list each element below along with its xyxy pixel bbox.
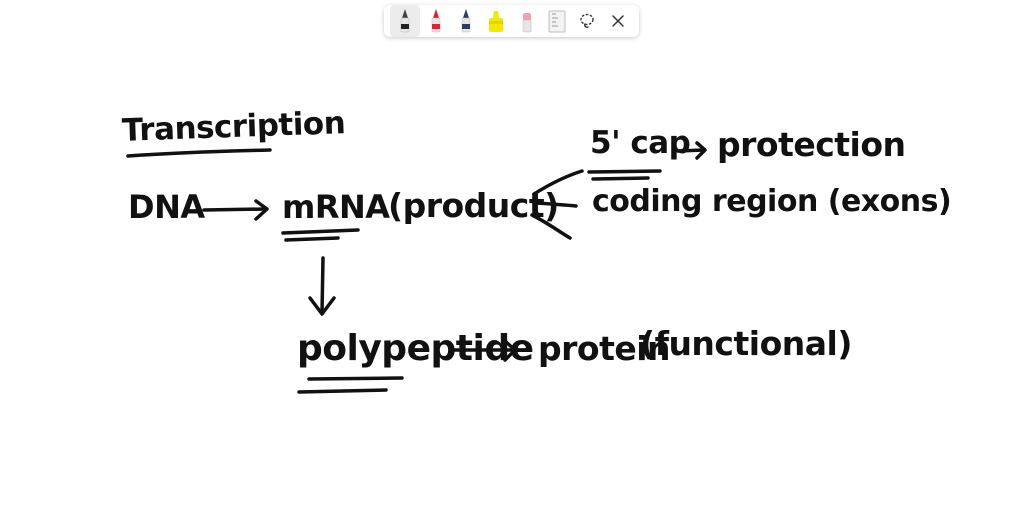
label-protection: protection — [717, 125, 906, 164]
red-pen-tool[interactable] — [420, 5, 450, 37]
cap-underline — [587, 169, 662, 181]
ruler-tool[interactable] — [542, 5, 572, 37]
label-protein: protein — [538, 329, 671, 368]
highlighter-icon — [489, 11, 504, 32]
black-pen-tool[interactable] — [390, 5, 421, 37]
label-coding-region: coding region (exons) — [592, 184, 952, 219]
arrow-cap-to-protection — [676, 141, 707, 160]
black-pen-icon — [400, 9, 410, 33]
branch-lines — [530, 169, 584, 240]
label-mrna: mRNA — [282, 188, 390, 226]
close-button[interactable] — [603, 5, 633, 37]
arrow-dna-to-mrna — [202, 199, 269, 221]
arrow-mrna-to-polypeptide — [308, 256, 336, 316]
label-functional: (functional) — [640, 324, 852, 363]
blue-pen-icon — [461, 9, 471, 33]
lasso-icon — [580, 13, 595, 28]
label-product: (product) — [388, 186, 559, 225]
arrow-polypeptide-to-protein — [452, 339, 517, 362]
heading-underline — [126, 148, 272, 158]
eraser-tool[interactable] — [512, 5, 542, 37]
ruler-icon — [548, 10, 566, 33]
blue-pen-tool[interactable] — [451, 5, 481, 37]
label-5-cap: 5' cap — [590, 125, 691, 161]
eraser-icon — [522, 13, 531, 33]
pen-toolbar — [384, 5, 639, 37]
label-dna: DNA — [128, 188, 205, 226]
polypeptide-underline — [297, 376, 404, 394]
mrna-underline — [281, 228, 360, 242]
lasso-button[interactable] — [572, 5, 602, 37]
red-pen-icon — [431, 9, 440, 33]
yellow-highlighter-tool[interactable] — [481, 5, 511, 37]
close-icon — [612, 15, 624, 27]
